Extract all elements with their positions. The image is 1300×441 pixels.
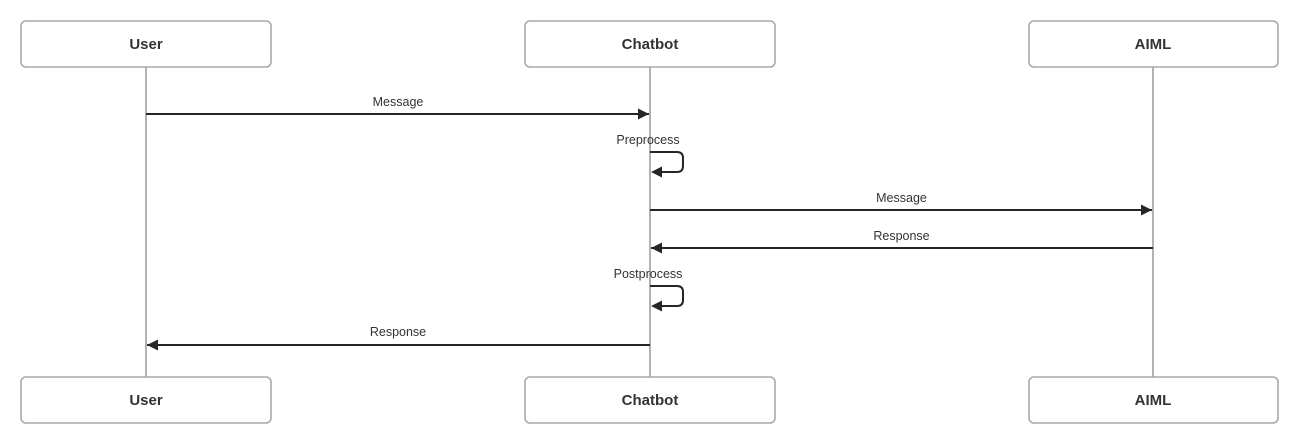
- self-loop-path-5: [650, 285, 684, 307]
- lifelines-group: [145, 67, 1154, 377]
- participant-aiml-bottom[interactable]: AIML: [1028, 376, 1279, 424]
- participants-bottom-group: User Chatbot AIML: [20, 376, 1279, 424]
- participant-box-user[interactable]: [20, 20, 272, 68]
- message-1-message[interactable]: Message: [146, 95, 649, 120]
- participant-user-top[interactable]: User: [20, 20, 272, 68]
- message-label-2: Preprocess: [616, 133, 679, 147]
- participant-label-aiml: AIML: [1135, 392, 1172, 409]
- self-loop-path-2: [650, 151, 684, 173]
- message-label-3: Message: [876, 191, 927, 205]
- arrow-head-3: [1141, 204, 1152, 216]
- arrow-head-1: [638, 108, 649, 120]
- participant-label-user: User: [129, 392, 163, 409]
- participant-box-aiml[interactable]: [1028, 376, 1279, 424]
- message-label-4: Response: [873, 229, 929, 243]
- message-3-message[interactable]: Message: [650, 191, 1152, 216]
- arrow-head-6: [147, 339, 158, 351]
- participant-label-chatbot: Chatbot: [622, 392, 679, 409]
- participant-user-bottom[interactable]: User: [20, 376, 272, 424]
- participant-box-chatbot[interactable]: [524, 376, 776, 424]
- participants-top-group: User Chatbot AIML: [20, 20, 1279, 68]
- message-4-response[interactable]: Response: [651, 229, 1153, 254]
- participant-label-chatbot: Chatbot: [622, 36, 679, 53]
- message-5-postprocess[interactable]: Postprocess: [614, 267, 684, 312]
- message-label-1: Message: [373, 95, 424, 109]
- participant-chatbot-top[interactable]: Chatbot: [524, 20, 776, 68]
- arrow-head-4: [651, 242, 662, 254]
- participant-label-user: User: [129, 36, 163, 53]
- participant-box-user[interactable]: [20, 376, 272, 424]
- message-6-response[interactable]: Response: [147, 325, 650, 351]
- participant-label-aiml: AIML: [1135, 36, 1172, 53]
- participant-box-chatbot[interactable]: [524, 20, 776, 68]
- participant-chatbot-bottom[interactable]: Chatbot: [524, 376, 776, 424]
- messages-group: MessagePreprocessMessageResponsePostproc…: [146, 95, 1153, 351]
- message-label-6: Response: [370, 325, 426, 339]
- arrow-head-5: [651, 300, 662, 312]
- message-label-5: Postprocess: [614, 267, 683, 281]
- participant-aiml-top[interactable]: AIML: [1028, 20, 1279, 68]
- arrow-head-2: [651, 166, 662, 178]
- participant-box-aiml[interactable]: [1028, 20, 1279, 68]
- message-2-preprocess[interactable]: Preprocess: [616, 133, 684, 178]
